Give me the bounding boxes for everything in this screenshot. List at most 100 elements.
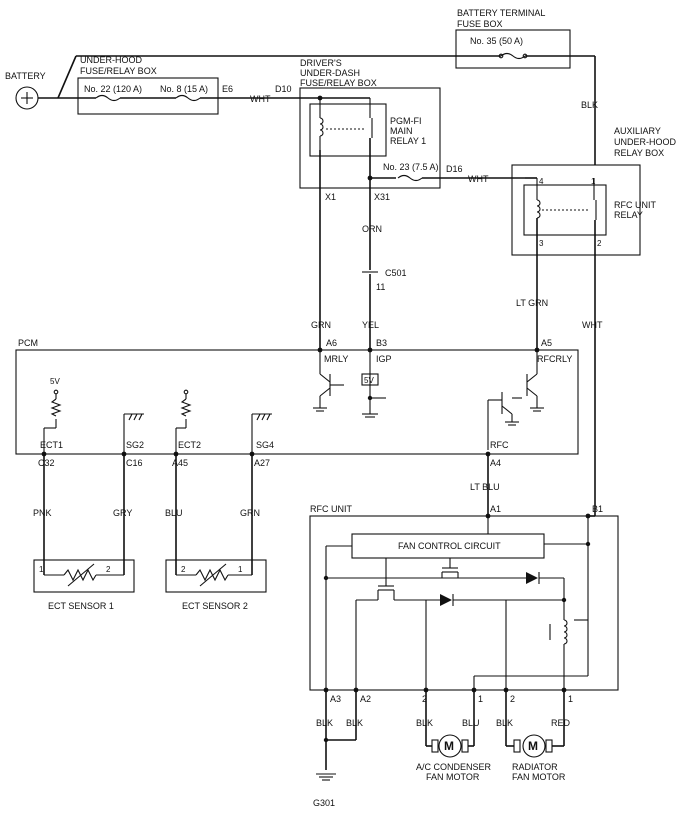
wire-pnk-label: PNK (33, 508, 52, 518)
fan-control-label: FAN CONTROL CIRCUIT (398, 541, 501, 551)
rfc-unit: RFC UNIT A1 B1 FAN CONTROL CIRCUIT (309, 504, 619, 693)
main-relay-label-3: RELAY 1 (390, 136, 426, 146)
wire-ltgrn-label: LT GRN (516, 298, 548, 308)
battery-terminal-box-label-1: BATTERY TERMINAL (457, 8, 545, 18)
rfc-pin-2a: 2 (422, 694, 427, 704)
d16-label: D16 (446, 164, 463, 174)
driver-box-label-1: DRIVER'S (300, 58, 342, 68)
pcm-label-sg4: SG4 (256, 440, 274, 450)
pcm-label: PCM (18, 338, 38, 348)
fuse-22-label: No. 22 (120 A) (84, 84, 142, 94)
wire-red-label: RED (551, 718, 571, 728)
pcm-label-rfcrly: RFCRLY (537, 354, 572, 364)
wire-grn-label-2: GRN (240, 508, 260, 518)
battery: BATTERY (5, 71, 46, 110)
rfc-relay-label-1: RFC UNIT (614, 200, 656, 210)
underhood-fuse-box: UNDER-HOOD FUSE/RELAY BOX No. 22 (120 A)… (77, 55, 300, 115)
wire-yel-label: YEL (362, 320, 379, 330)
pcm-pin-b3: B3 (376, 338, 387, 348)
wire-orn-label: ORN (362, 224, 382, 234)
pcm-label-rfc: RFC (490, 440, 509, 450)
fuse-8-label: No. 8 (15 A) (160, 84, 208, 94)
pcm-label-mrly: MRLY (324, 354, 348, 364)
driver-underdash-box: DRIVER'S UNDER-DASH FUSE/RELAY BOX PGM-F… (299, 58, 525, 350)
main-relay-label-1: PGM-FI (390, 116, 422, 126)
ect-sensor-1: 1 2 ECT SENSOR 1 (33, 559, 135, 611)
pcm-label-igp: IGP (376, 354, 392, 364)
underhood-box-label-2: FUSE/RELAY BOX (80, 66, 157, 76)
motor-symbol-ac: M (444, 739, 454, 753)
ac-condenser-fan-motor: M A/C CONDENSER FAN MOTOR (416, 734, 492, 782)
x1-label: X1 (325, 192, 336, 202)
ect1-label: ECT SENSOR 1 (48, 601, 114, 611)
aux-box-label-2: UNDER-HOOD (614, 137, 676, 147)
wire-blk-label-2: BLK (316, 718, 333, 728)
wire-ltblu-label: LT BLU (470, 482, 500, 492)
pcm-label-sg2: SG2 (126, 440, 144, 450)
motor-symbol-radiator: M (528, 739, 538, 753)
wire-blu-label-2: BLU (462, 718, 480, 728)
auxiliary-relay-box: AUXILIARY UNDER-HOOD RELAY BOX 4 1 3 2 R… (511, 126, 676, 300)
ect2-pin-2: 2 (181, 565, 186, 574)
battery-terminal-fuse-box: BATTERY TERMINAL FUSE BOX No. 35 (50 A) (455, 8, 595, 69)
battery-label: BATTERY (5, 71, 46, 81)
pcm-pin-a6: A6 (326, 338, 337, 348)
ground-g301: G301 (313, 773, 336, 808)
wire-wht-label-1: WHT (250, 94, 271, 104)
underhood-box-label-1: UNDER-HOOD (80, 55, 142, 65)
ground-label: G301 (313, 798, 335, 808)
rfc-pin-a2: A2 (360, 694, 371, 704)
ect-sensor-2: 2 1 ECT SENSOR 2 (165, 559, 267, 611)
wire-blu-label-1: BLU (165, 508, 183, 518)
fuse-35-label: No. 35 (50 A) (470, 36, 523, 46)
driver-box-label-2: UNDER-DASH (300, 68, 360, 78)
rfc-pin-2b: 2 (510, 694, 515, 704)
wire-gry-label: GRY (113, 508, 132, 518)
pcm-pin-c32: C32 (38, 458, 55, 468)
radiator-fan-motor: M RADIATOR FAN MOTOR (506, 734, 566, 782)
wire-wht-label-2: WHT (468, 174, 489, 184)
e6-label: E6 (222, 84, 233, 94)
aux-box-label-3: RELAY BOX (614, 148, 664, 158)
relay-pin-3: 3 (539, 239, 544, 248)
relay-pin-1: 1 (591, 177, 596, 186)
ect1-pin-1: 1 (39, 565, 44, 574)
radiator-motor-label-1: RADIATOR (512, 762, 558, 772)
d10-label: D10 (275, 84, 292, 94)
radiator-motor-label-2: FAN MOTOR (512, 772, 566, 782)
ect2-label: ECT SENSOR 2 (182, 601, 248, 611)
wire-blk-label-4: BLK (416, 718, 433, 728)
relay-pin-2: 2 (597, 239, 602, 248)
rfc-unit-label: RFC UNIT (310, 504, 352, 514)
pcm-pin-a4: A4 (490, 458, 501, 468)
main-relay-label-2: MAIN (390, 126, 413, 136)
rfc-relay-label-2: RELAY (614, 210, 643, 220)
fuse-23-label: No. 23 (7.5 A) (383, 162, 439, 172)
ect1-pin-2: 2 (106, 565, 111, 574)
ect2-pin-1: 1 (238, 565, 243, 574)
relay-pin-4: 4 (539, 177, 544, 186)
pcm-pin-a5: A5 (541, 338, 552, 348)
wire-wht-label-3: WHT (582, 320, 603, 330)
x31-label: X31 (374, 192, 390, 202)
rfc-pin-b1: B1 (592, 504, 603, 514)
pcm-label-ect1: ECT1 (40, 440, 63, 450)
pcm: PCM A6 B3 A5 MRLY IGP RFCRLY 5V (15, 338, 579, 457)
rfc-pin-1b: 1 (568, 694, 573, 704)
wire-grn-label-1: GRN (311, 320, 331, 330)
ect1-5v-label: 5V (50, 377, 60, 386)
rfc-pin-a3: A3 (330, 694, 341, 704)
pcm-pin-c16: C16 (126, 458, 143, 468)
ac-motor-label-1: A/C CONDENSER (416, 762, 492, 772)
connector-pin-label: 11 (376, 282, 385, 292)
pcm-label-ect2: ECT2 (178, 440, 201, 450)
igp-5v-label: 5V (364, 376, 374, 385)
wire-blk-label-3: BLK (346, 718, 363, 728)
connector-label: C501 (385, 268, 407, 278)
wire-blk-label: BLK (581, 100, 598, 110)
connector-c501: C501 11 (362, 268, 407, 350)
rfc-pin-a1: A1 (490, 504, 501, 514)
wire-blk-label-5: BLK (496, 718, 513, 728)
battery-terminal-box-label-2: FUSE BOX (457, 19, 503, 29)
